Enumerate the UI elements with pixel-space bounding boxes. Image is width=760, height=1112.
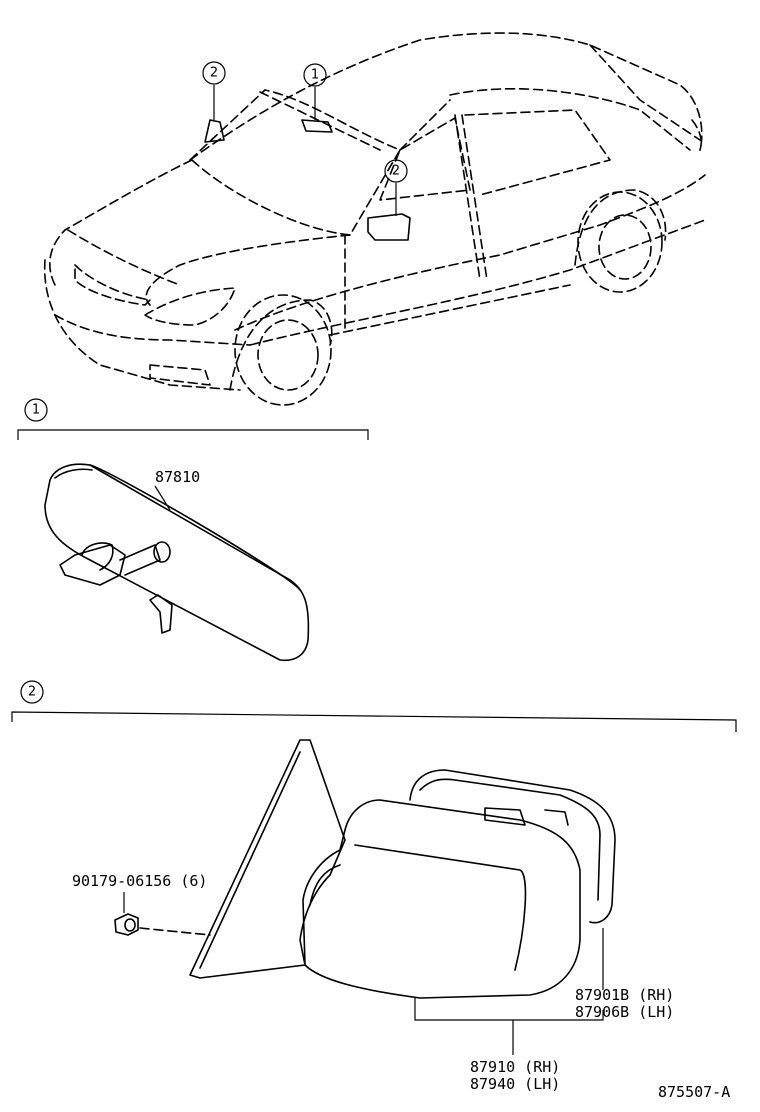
- figure-id: 875507-A: [658, 1083, 730, 1101]
- part-87906b-label: 87906B (LH): [575, 1003, 674, 1021]
- part-87810-label: 87810: [155, 468, 200, 486]
- callout-2-right: 2: [384, 159, 408, 216]
- part-87910-label: 87910 (RH): [470, 1058, 560, 1076]
- callout-1: 1: [303, 63, 327, 120]
- callout-2-left: 2: [202, 61, 226, 120]
- section-1-number: 1: [32, 403, 40, 418]
- section-1-header: 1: [17, 398, 369, 440]
- part-87901b-label: 87901B (RH): [575, 986, 674, 1004]
- section-2-number: 2: [28, 685, 36, 700]
- callout-2-right-number: 2: [392, 164, 400, 179]
- car-illustration: [43, 32, 706, 406]
- screw-drawing: [114, 892, 211, 936]
- mirror-leader-lines: [414, 928, 604, 1055]
- callout-2-left-number: 2: [210, 66, 218, 81]
- part-87940-label: 87940 (LH): [470, 1075, 560, 1093]
- inner-mirror-drawing: [44, 463, 310, 662]
- section-2-header: 2: [11, 680, 737, 732]
- part-screw-label: 90179-06156 (6): [72, 872, 207, 890]
- outer-mirror-drawing: [189, 739, 616, 999]
- callout-1-number: 1: [311, 68, 319, 83]
